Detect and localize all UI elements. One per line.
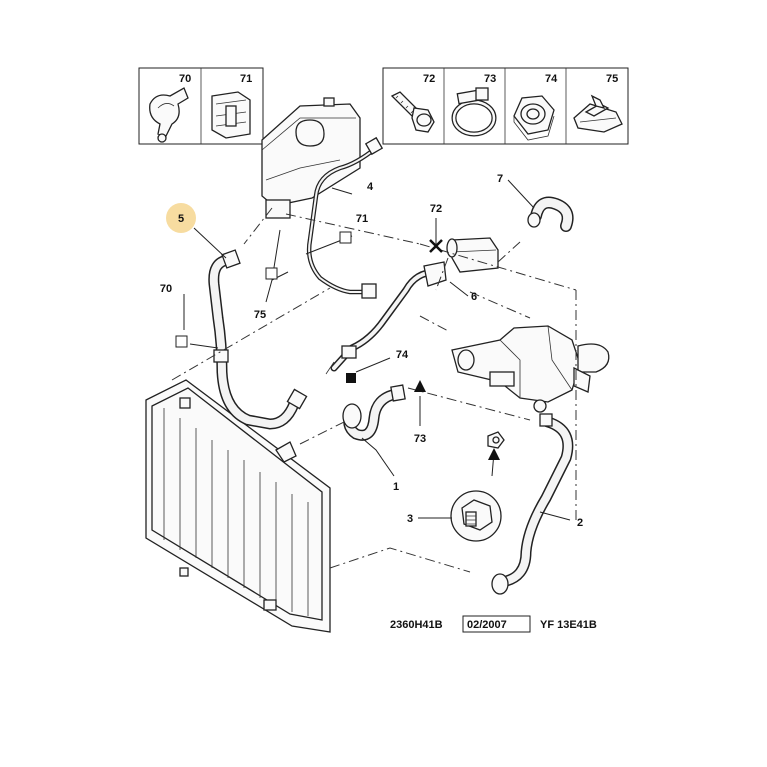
callout-71[interactable]: 71 [356, 213, 368, 225]
marker-74 [346, 373, 356, 383]
radiator[interactable] [145, 379, 331, 633]
radiator-inlet [275, 441, 297, 463]
marker-72 [429, 239, 443, 253]
heater-pipe-6[interactable] [325, 261, 447, 375]
footer-ref: YF 13E41B [540, 619, 597, 631]
expansion-tank-outlet [265, 199, 291, 219]
callout-74[interactable]: 74 [396, 349, 409, 361]
callout-70[interactable]: 70 [160, 283, 172, 295]
hose-clip-icon [149, 87, 189, 143]
legend-group-right: 72 73 74 [382, 67, 629, 145]
retainer-clip-icon [573, 94, 623, 133]
radiator-drain [179, 567, 189, 577]
marker-75 [265, 267, 278, 280]
thermostat-housing[interactable] [451, 325, 610, 413]
callout-3[interactable]: 3 [407, 513, 413, 525]
legend-label-75: 75 [606, 73, 618, 85]
expansion-tank-cap [295, 119, 325, 147]
callout-72[interactable]: 72 [430, 203, 442, 215]
legend-group-left: 70 71 [138, 67, 264, 145]
callout-7[interactable]: 7 [497, 173, 503, 185]
marker-71 [339, 231, 352, 244]
footer-reference: 2360H41B 02/2007 YF 13E41B [390, 615, 597, 633]
callout-5-highlight [166, 203, 196, 233]
small-elbow-7[interactable] [527, 196, 574, 232]
legend-item-72[interactable]: 72 [390, 73, 435, 133]
bolt-icon [390, 91, 435, 133]
callout-73[interactable]: 73 [414, 433, 426, 445]
legend-label-72: 72 [423, 73, 435, 85]
nut-icon [513, 95, 555, 141]
bleed-pipe[interactable] [306, 136, 384, 299]
radiator-lower-hose[interactable] [491, 413, 574, 595]
legend-label-71: 71 [240, 73, 252, 85]
callout-6[interactable]: 6 [471, 291, 477, 303]
callouts: 5 70 75 71 4 72 6 7 74 73 1 3 2 [160, 173, 583, 529]
hose-connector-72[interactable] [446, 237, 499, 273]
footer-code: 2360H41B [390, 619, 443, 631]
legend-label-70: 70 [179, 73, 191, 85]
callout-2[interactable]: 2 [577, 517, 583, 529]
legend-item-71[interactable]: 71 [211, 73, 252, 139]
cable-clip-icon [211, 91, 251, 139]
radiator-mount-left [179, 397, 191, 409]
legend-label-73: 73 [484, 73, 496, 85]
legend-item-73[interactable]: 73 [451, 73, 497, 137]
marker-70 [175, 335, 188, 348]
callout-1[interactable]: 1 [393, 481, 399, 493]
callout-4[interactable]: 4 [367, 181, 374, 193]
expansion-tank[interactable] [261, 97, 361, 219]
hose-clamp-icon [451, 87, 497, 137]
callout-75[interactable]: 75 [254, 309, 266, 321]
radiator-hose-1[interactable] [342, 384, 406, 441]
legend-item-70[interactable]: 70 [149, 73, 192, 143]
radiator-upper-hose[interactable] [208, 249, 308, 430]
legend-item-75[interactable]: 75 [573, 73, 623, 133]
legend-label-74: 74 [545, 73, 558, 85]
marker-3 [488, 448, 500, 460]
footer-date: 02/2007 [467, 619, 507, 631]
radiator-mount-bottom [263, 599, 277, 611]
radiator-fins [163, 408, 309, 616]
dashed-lines [171, 207, 577, 573]
drain-plug-detail[interactable] [450, 490, 502, 542]
marker-73 [414, 380, 426, 392]
callout-5[interactable]: 5 [178, 213, 184, 225]
legend-item-74[interactable]: 74 [513, 73, 558, 141]
footer-date-frame [462, 615, 531, 633]
bleed-screw-small [487, 431, 505, 449]
